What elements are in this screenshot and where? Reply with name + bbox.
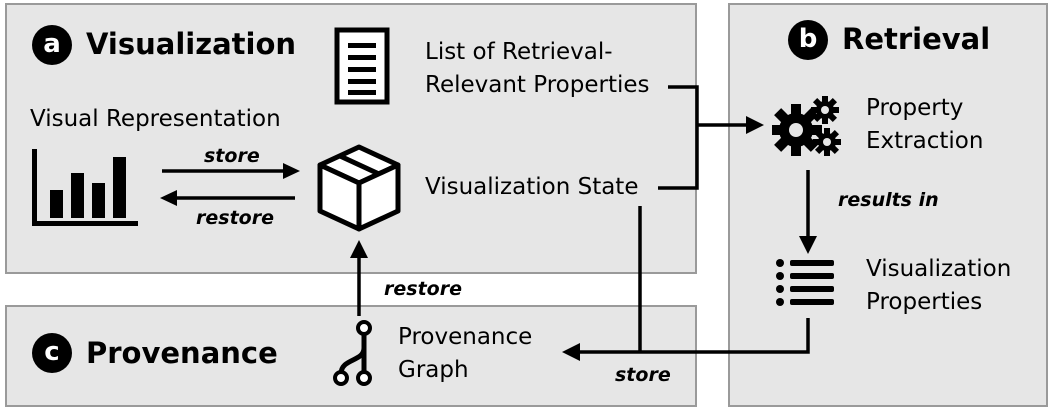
visual-representation-label: Visual Representation: [30, 106, 281, 132]
retrieval-title: Retrieval: [842, 22, 991, 56]
restore-edge-label-top: restore: [196, 207, 274, 229]
provenance-graph-label-line2: Graph: [398, 357, 469, 383]
visualization-state-connector: [658, 125, 699, 190]
retrieval-list-connector: [668, 85, 699, 125]
document-list-icon: [334, 27, 390, 105]
store-edge-label-top: store: [204, 145, 260, 167]
store-arrowhead-bottom: [562, 343, 580, 361]
visualization-badge: a: [32, 25, 72, 65]
provenance-panel: [5, 305, 697, 407]
visualization-state-label: Visualization State: [425, 174, 639, 200]
restore-arrowhead-vertical: [350, 240, 368, 258]
branch-graph-icon: [333, 320, 372, 386]
bar-chart-icon: [32, 149, 138, 226]
property-extraction-label-line2: Extraction: [866, 128, 984, 154]
retrieval-list-label-line1: List of Retrieval-: [425, 39, 613, 65]
retrieval-badge: b: [788, 20, 828, 60]
provenance-title: Provenance: [86, 336, 278, 370]
gears-icon: [772, 96, 841, 156]
retrieval-panel: [728, 3, 1048, 407]
restore-arrowhead-top: [160, 190, 177, 206]
store-arrowhead-top: [283, 163, 300, 179]
results-in-arrowhead: [799, 236, 817, 254]
retrieval-arrowhead: [746, 116, 764, 134]
restore-edge-label-vertical: restore: [384, 278, 462, 300]
provenance-graph-label-line1: Provenance: [398, 324, 533, 350]
list-icon: [776, 259, 834, 306]
property-extraction-label-line1: Property: [866, 95, 964, 121]
store-edge-label-bottom: store: [615, 364, 671, 386]
properties-to-provenance-connector: [578, 318, 810, 354]
retrieval-list-label-line2: Relevant Properties: [425, 72, 650, 98]
results-in-edge-label: results in: [838, 189, 939, 211]
visualization-properties-label-line2: Properties: [866, 289, 983, 315]
visualization-properties-label-line1: Visualization: [866, 256, 1012, 282]
provenance-badge: c: [32, 333, 72, 373]
visualization-title: Visualization: [86, 27, 297, 61]
box-icon: [317, 144, 401, 232]
